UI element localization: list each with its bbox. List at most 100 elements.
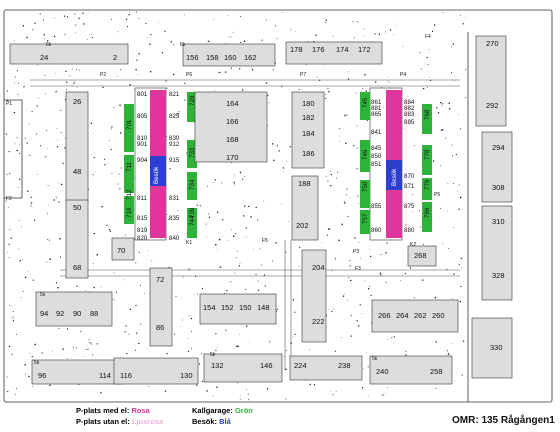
vegetation-dot — [235, 257, 236, 259]
vegetation-dot — [345, 194, 347, 196]
vegetation-dot — [190, 317, 193, 320]
vegetation-dot — [358, 241, 360, 243]
house-number: 26 — [73, 97, 81, 106]
vegetation-dot — [19, 178, 21, 180]
vegetation-dot — [80, 330, 82, 332]
vegetation-dot — [227, 37, 229, 39]
vegetation-dot — [378, 33, 381, 35]
vegetation-dot — [6, 174, 8, 176]
vegetation-dot — [441, 103, 444, 105]
vegetation-dot — [345, 142, 347, 144]
vegetation-dot — [412, 194, 414, 196]
vegetation-dot — [22, 290, 24, 292]
vegetation-dot — [422, 87, 425, 90]
parking-number: 881 — [371, 105, 382, 112]
vegetation-dot — [400, 280, 402, 282]
vegetation-dot — [432, 160, 435, 162]
vegetation-dot — [30, 204, 32, 206]
vegetation-dot — [257, 289, 260, 291]
vegetation-dot — [427, 64, 429, 66]
vegetation-dot — [43, 19, 45, 21]
house-number: 294 — [492, 143, 505, 152]
vegetation-dot — [389, 82, 391, 83]
vegetation-dot — [194, 275, 197, 277]
vegetation-dot — [261, 39, 263, 41]
vegetation-dot — [273, 159, 275, 161]
vegetation-dot — [244, 176, 245, 177]
vegetation-dot — [28, 375, 30, 378]
vegetation-dot — [14, 76, 16, 78]
parking-number: 882 — [404, 105, 415, 112]
vegetation-dot — [353, 145, 355, 147]
vegetation-dot — [201, 287, 204, 290]
area-label: P3 — [353, 249, 359, 255]
vegetation-dot — [396, 23, 398, 25]
vegetation-dot — [365, 352, 367, 354]
vegetation-dot — [239, 68, 241, 70]
vegetation-dot — [62, 162, 64, 165]
vegetation-dot — [446, 268, 448, 270]
vegetation-dot — [25, 137, 27, 139]
vegetation-dot — [276, 308, 278, 311]
vegetation-dot — [139, 284, 141, 286]
vegetation-dot — [315, 34, 317, 36]
vegetation-dot — [75, 347, 78, 349]
garage-number: 744 — [189, 215, 196, 226]
house-number: 240 — [376, 367, 389, 376]
vegetation-dot — [49, 258, 51, 260]
vegetation-dot — [404, 128, 406, 130]
vegetation-dot — [36, 133, 38, 135]
vegetation-dot — [207, 185, 209, 187]
vegetation-dot — [169, 168, 171, 170]
vegetation-dot — [440, 102, 442, 104]
vegetation-dot — [39, 145, 42, 147]
vegetation-dot — [196, 293, 198, 295]
vegetation-dot — [219, 266, 222, 268]
vegetation-dot — [46, 261, 48, 263]
vegetation-dot — [290, 29, 292, 31]
vegetation-dot — [334, 350, 336, 352]
vegetation-dot — [454, 381, 456, 382]
vegetation-dot — [334, 257, 336, 259]
omr-label: OMR: 135 Rågången1 — [452, 415, 555, 426]
house-number: 308 — [492, 183, 505, 192]
vegetation-dot — [464, 17, 466, 18]
vegetation-dot — [92, 174, 94, 176]
parking-besok-right — [386, 160, 402, 190]
vegetation-dot — [434, 296, 437, 299]
vegetation-dot — [298, 265, 300, 267]
vegetation-dot — [369, 249, 371, 250]
vegetation-dot — [18, 82, 20, 84]
vegetation-dot — [37, 174, 38, 175]
vegetation-dot — [135, 68, 137, 71]
vegetation-dot — [218, 72, 220, 74]
vegetation-dot — [12, 320, 15, 322]
vegetation-dot — [111, 126, 113, 128]
roads — [30, 79, 460, 370]
vegetation-dot — [68, 75, 70, 77]
vegetation-dot — [214, 179, 216, 181]
house-number: 158 — [206, 53, 219, 62]
vegetation-dot — [247, 393, 249, 395]
vegetation-dot — [18, 143, 20, 145]
vegetation-dot — [404, 272, 406, 275]
vegetation-dot — [435, 387, 437, 389]
vegetation-dot — [385, 31, 387, 33]
vegetation-dot — [91, 36, 93, 39]
vegetation-dot — [271, 143, 274, 145]
vegetation-dot — [207, 40, 210, 43]
vegetation-dot — [71, 68, 73, 70]
vegetation-dot — [93, 156, 95, 159]
vegetation-dot — [248, 399, 250, 401]
vegetation-dot — [184, 82, 186, 85]
vegetation-dot — [10, 317, 12, 319]
vegetation-dot — [84, 355, 86, 357]
vegetation-dot — [60, 109, 62, 111]
parking-number: 801 — [137, 91, 148, 98]
vegetation-dot — [433, 24, 436, 26]
vegetation-dot — [248, 341, 250, 343]
vegetation-dot — [56, 146, 59, 148]
parking-number: 821 — [169, 91, 180, 98]
vegetation-dot — [125, 325, 127, 327]
house-number: 238 — [338, 361, 351, 370]
